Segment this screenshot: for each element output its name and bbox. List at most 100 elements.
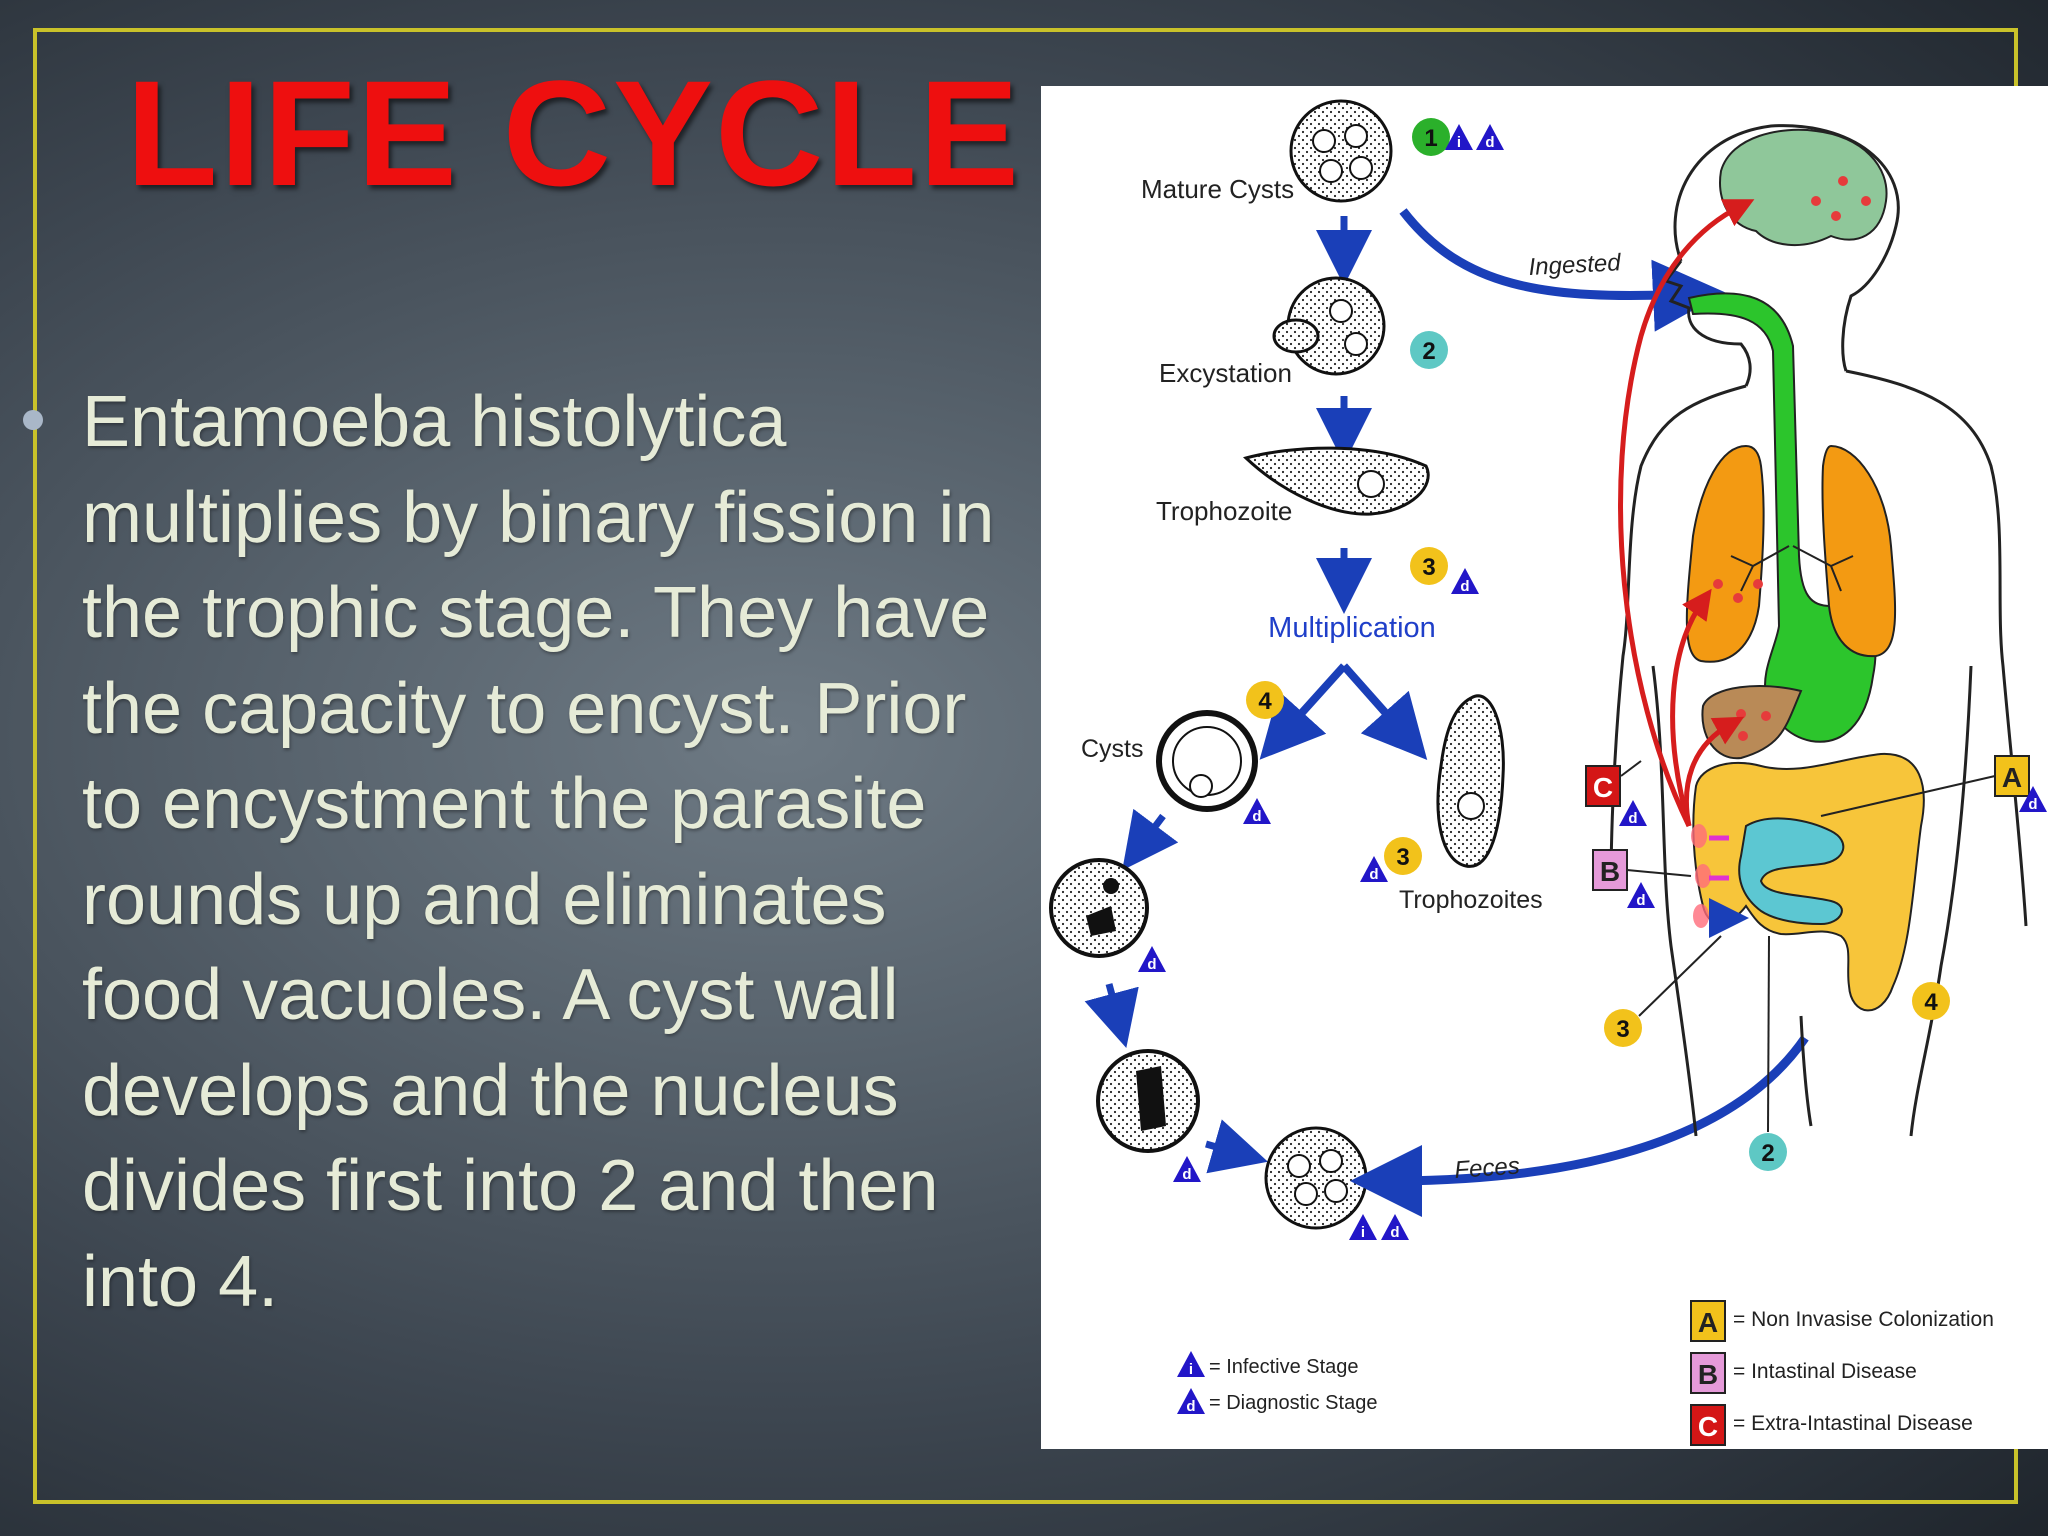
colon (1692, 752, 1925, 1012)
svg-text:4: 4 (1258, 688, 1272, 715)
svg-text:3: 3 (1396, 844, 1409, 871)
pointer-B (1626, 869, 1692, 877)
svg-text:d: d (1369, 866, 1378, 883)
svg-text:i: i (1457, 134, 1461, 151)
diagnostic-stage-icon: d (1476, 124, 1504, 151)
label-ingested: Ingested (1528, 249, 1622, 281)
pointer-2 (1767, 935, 1770, 1133)
svg-text:d: d (1636, 892, 1645, 909)
svg-text:i: i (1189, 1361, 1193, 1378)
svg-text:A: A (1698, 1307, 1718, 1338)
step-4-badge-cysts (1246, 681, 1284, 719)
diagnostic-stage-icon: d (1243, 798, 1271, 825)
svg-text:C: C (1698, 1411, 1718, 1442)
svg-text:A: A (2002, 762, 2022, 793)
mature-cyst-top (1289, 99, 1393, 203)
diagnostic-stage-icon: d (1138, 946, 1166, 973)
extraintestinal-spread (1618, 199, 1755, 828)
diagnostic-stage-icon: d (1381, 1214, 1409, 1241)
svg-text:3: 3 (1616, 1016, 1629, 1043)
step-3-badge-body (1604, 1009, 1642, 1047)
marker-C: C (1585, 765, 1621, 807)
legend-diagnostic-stage: d = Diagnostic Stage (1177, 1388, 1377, 1415)
svg-text:4: 4 (1924, 989, 1938, 1016)
diagnostic-stage-icon: d (1619, 800, 1647, 827)
slide-body-text: Entamoeba histolytica multiplies by bina… (82, 382, 995, 1322)
brain (1719, 128, 1888, 247)
mature-cyst-bottom (1264, 1126, 1368, 1230)
bullet-icon (23, 410, 43, 430)
diagnostic-stage-icon: d (2019, 786, 2047, 813)
life-cycle-diagram: Mature Cysts 1 i d Excystation 2 Trophoz… (1041, 86, 2048, 1449)
infective-stage-icon: i (1349, 1214, 1377, 1241)
svg-text:i: i (1361, 1224, 1365, 1241)
svg-text:2: 2 (1761, 1140, 1774, 1167)
marker-B: B (1592, 849, 1628, 891)
legend-C: C = Extra-Intastinal Disease (1690, 1404, 1973, 1446)
arrow-feces (1350, 1035, 1809, 1217)
legend-infective-label: = Infective Stage (1209, 1356, 1359, 1378)
label-feces: Feces (1454, 1152, 1521, 1183)
step-1-number: 1 (1424, 125, 1437, 152)
step-4-badge-body (1912, 982, 1950, 1020)
legend-B-label: = Intastinal Disease (1733, 1360, 1917, 1383)
legend-infective-stage: i = Infective Stage (1177, 1351, 1359, 1378)
svg-text:d: d (1390, 1224, 1399, 1241)
liver (1701, 685, 1803, 760)
svg-text:d: d (1252, 808, 1261, 825)
legend-A-label: = Non Invasise Colonization (1733, 1308, 1994, 1331)
pointer-3 (1638, 935, 1722, 1017)
small-intestine (1738, 817, 1845, 926)
svg-text:d: d (2028, 796, 2037, 813)
arrow-ingested (1399, 208, 1725, 332)
esophagus-stomach (1687, 292, 1877, 743)
label-excystation: Excystation (1159, 358, 1292, 388)
diagnostic-stage-icon: d (1451, 568, 1479, 595)
label-cysts: Cysts (1081, 735, 1144, 763)
diagnostic-stage-icon: d (1627, 882, 1655, 909)
step-2-badge-body (1749, 1133, 1787, 1171)
svg-text:d: d (1182, 1166, 1191, 1183)
marker-A: A (1994, 755, 2030, 797)
step-2-badge (1410, 331, 1448, 369)
trophozoite-cell (1243, 446, 1430, 516)
label-trophozoites: Trophozoites (1399, 886, 1543, 914)
legend-C-label: = Extra-Intastinal Disease (1733, 1412, 1973, 1435)
arrow-cyst-2 (1084, 983, 1139, 1049)
legend-diagnostic-label: = Diagnostic Stage (1209, 1392, 1377, 1414)
label-mature-cysts: Mature Cysts (1141, 174, 1294, 204)
cyst-early (1156, 710, 1258, 812)
bowel-lesions (1691, 824, 1729, 928)
arrow-cyst-1 (1122, 808, 1179, 871)
svg-text:d: d (1460, 578, 1469, 595)
svg-text:d: d (1147, 956, 1156, 973)
pointer-C (1620, 760, 1642, 777)
trophozoite-dividing (1436, 694, 1505, 868)
cyst-quadrinucleate (1096, 1049, 1200, 1153)
arrow-cyst-3 (1205, 1119, 1268, 1174)
diagnostic-stage-icon: d (1173, 1156, 1201, 1183)
svg-text:d: d (1628, 810, 1637, 827)
step-3-badge-top (1410, 547, 1448, 585)
step-1-badge (1412, 118, 1450, 156)
svg-text:3: 3 (1422, 554, 1435, 581)
cyst-binucleate (1049, 858, 1149, 958)
legend-B: B = Intastinal Disease (1690, 1352, 1917, 1394)
arrow-split-left (1259, 663, 1347, 760)
diagram-canvas: Mature Cysts 1 i d Excystation 2 Trophoz… (1049, 99, 2047, 1446)
svg-text:d: d (1186, 1398, 1195, 1415)
excystation-cyst (1272, 276, 1386, 376)
svg-text:d: d (1485, 134, 1494, 151)
pointer-A (1820, 775, 1996, 817)
label-trophozoite: Trophozoite (1156, 496, 1292, 526)
step-2-number: 2 (1422, 338, 1435, 365)
step-3-badge-trophozoites (1384, 837, 1422, 875)
svg-text:B: B (1600, 856, 1620, 887)
infective-stage-icon: i (1445, 124, 1473, 151)
legend-A: A = Non Invasise Colonization (1690, 1300, 1994, 1342)
svg-text:C: C (1593, 772, 1613, 803)
svg-text:B: B (1698, 1359, 1718, 1390)
arrow-split-right (1341, 663, 1428, 760)
diagnostic-stage-icon: d (1360, 856, 1388, 883)
label-multiplication: Multiplication (1268, 612, 1436, 644)
